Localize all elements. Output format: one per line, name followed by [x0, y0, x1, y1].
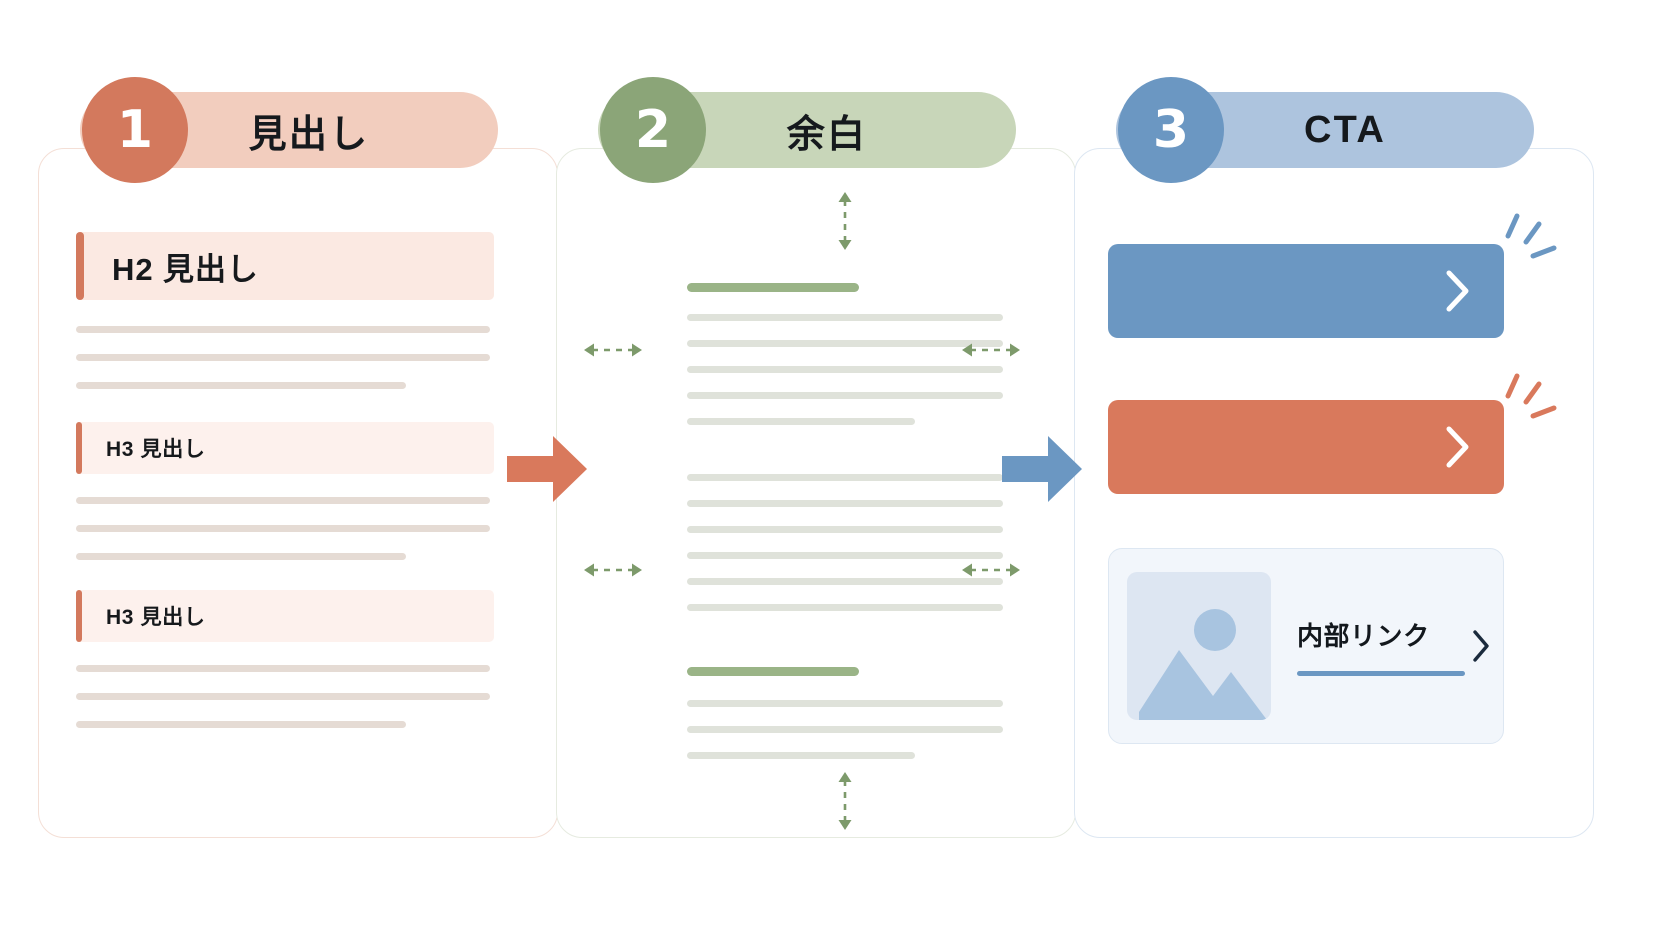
chevron-right-icon [1446, 426, 1469, 468]
internal-link-body: 内部リンク [1297, 616, 1465, 676]
body-line [76, 497, 490, 504]
image-placeholder-icon [1127, 572, 1271, 720]
heading-accent-line [687, 283, 859, 292]
horizontal-spacing-arrow-right-upper [960, 339, 1022, 361]
horizontal-spacing-arrow-right-lower [960, 559, 1022, 581]
arrow-step1-to-step2 [505, 430, 589, 508]
h3-accent-bar [76, 422, 82, 474]
sparkle-icon-secondary [1498, 368, 1560, 424]
horizontal-spacing-arrow-left-lower [582, 559, 644, 581]
step-badge-1: 1 [82, 77, 188, 183]
body-line [687, 604, 1003, 611]
h3-heading-block: H3 見出し [76, 422, 494, 474]
primary-cta-button[interactable] [1108, 244, 1504, 338]
body-line [687, 526, 1003, 533]
step-badge-2: 2 [600, 77, 706, 183]
body-line [687, 500, 1003, 507]
step-title-3: CTA [1303, 108, 1387, 151]
body-line [76, 665, 490, 672]
secondary-cta-button[interactable] [1108, 400, 1504, 494]
body-line [76, 525, 490, 532]
chevron-right-icon [1446, 270, 1469, 312]
body-line [687, 752, 915, 759]
h3-heading-label: H3 見出し [106, 438, 206, 461]
body-line [76, 553, 406, 560]
body-line [687, 552, 1003, 559]
body-line [687, 340, 1003, 347]
chevron-right-icon [1473, 630, 1489, 662]
internal-link-title: 内部リンク [1297, 621, 1430, 651]
arrow-step2-to-step3 [1000, 430, 1084, 508]
h3-accent-bar [76, 590, 82, 642]
body-line [76, 326, 490, 333]
body-line [687, 578, 1003, 585]
body-line [687, 314, 1003, 321]
h3-heading-label: H3 見出し [106, 606, 206, 629]
h2-heading-block: H2 見出し [76, 232, 494, 300]
step-title-1: 見出し [248, 113, 370, 156]
body-line [76, 721, 406, 728]
sparkle-icon-primary [1498, 208, 1560, 264]
vertical-spacing-arrow-top [834, 190, 856, 252]
internal-link-underline [1297, 671, 1465, 676]
body-line [687, 474, 1003, 481]
body-line [687, 418, 915, 425]
body-line [76, 354, 490, 361]
body-line [76, 382, 406, 389]
body-line [687, 366, 1003, 373]
body-line [76, 693, 490, 700]
body-line [687, 726, 1003, 733]
body-line [687, 392, 1003, 399]
body-line [687, 700, 1003, 707]
step-badge-3: 3 [1118, 77, 1224, 183]
h3-heading-block: H3 見出し [76, 590, 494, 642]
h2-accent-bar [76, 232, 84, 300]
step-panel-whitespace [556, 148, 1076, 838]
horizontal-spacing-arrow-left-upper [582, 339, 644, 361]
internal-link-card[interactable]: 内部リンク [1108, 548, 1504, 744]
vertical-spacing-arrow-bottom [834, 770, 856, 832]
step-title-2: 余白 [786, 113, 868, 156]
h2-heading-label: H2 見出し [112, 251, 259, 287]
heading-accent-line [687, 667, 859, 676]
